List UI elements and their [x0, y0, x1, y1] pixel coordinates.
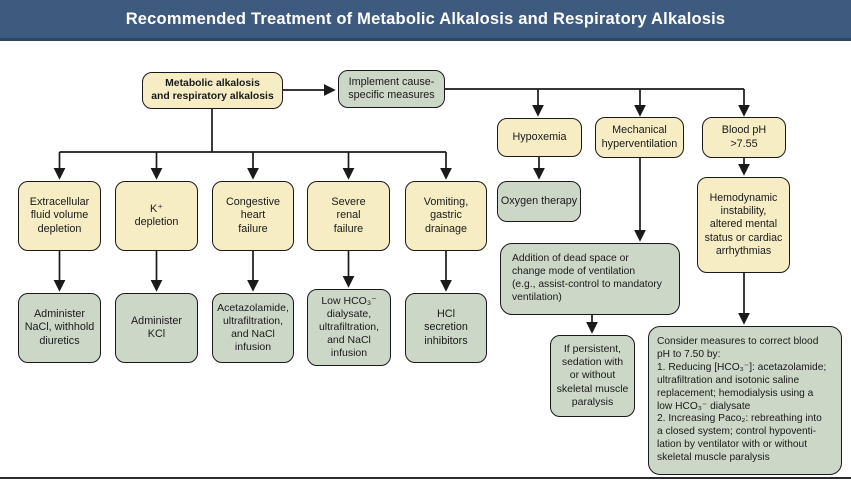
figure-title: Recommended Treatment of Metabolic Alkal…: [125, 9, 726, 28]
node-hemodynamic-instability: Hemodynamic instability, altered mental …: [697, 177, 790, 273]
node-blood-ph-above-7-55: Blood pH >7.55: [702, 117, 786, 158]
node-administer-nacl-withhold-diuretics: Administer NaCl, withhold diuretics: [18, 293, 101, 363]
node-consider-measures-correct-blood-ph: Consider measures to correct blood pH to…: [648, 326, 842, 475]
node-hcl-secretion-inhibitors: HCl secretion inhibitors: [405, 293, 487, 363]
node-vomiting-gastric-drainage: Vomiting, gastric drainage: [405, 181, 487, 251]
connector-implement-branches: [445, 88, 750, 117]
node-oxygen-therapy: Oxygen therapy: [497, 181, 581, 222]
node-severe-renal-failure: Severe renal failure: [307, 181, 390, 251]
node-mechanical-hyperventilation: Mechanical hyperventilation: [595, 117, 684, 158]
figure-bottom-border: [0, 477, 851, 479]
node-addition-of-dead-space: Addition of dead space or change mode of…: [500, 243, 680, 315]
node-k-depletion: K⁺ depletion: [115, 181, 198, 251]
node-extracellular-fluid-volume-depletion: Extracellular fluid volume depletion: [18, 181, 101, 251]
node-low-hco3-dialysate: Low HCO₃⁻ dialysate, ultrafiltration, an…: [307, 289, 391, 366]
node-if-persistent-sedation: If persistent, sedation with or without …: [550, 335, 635, 417]
node-administer-kcl: Administer KCl: [115, 293, 198, 363]
node-acetazolamide-ultrafiltration-nacl-infusion: Acetazolamide, ultrafiltration, and NaCl…: [212, 293, 294, 363]
node-implement-cause-specific-measures: Implement cause- specific measures: [338, 70, 445, 108]
node-congestive-heart-failure: Congestive heart failure: [212, 181, 294, 251]
figure-title-bar: Recommended Treatment of Metabolic Alkal…: [0, 0, 851, 41]
connector-causes-to-treatments: [53, 251, 452, 292]
connector-root-causes: [53, 109, 452, 180]
node-hypoxemia: Hypoxemia: [497, 118, 582, 157]
node-metabolic-and-respiratory-alkalosis: Metabolic alkalosis and respiratory alka…: [142, 72, 283, 109]
